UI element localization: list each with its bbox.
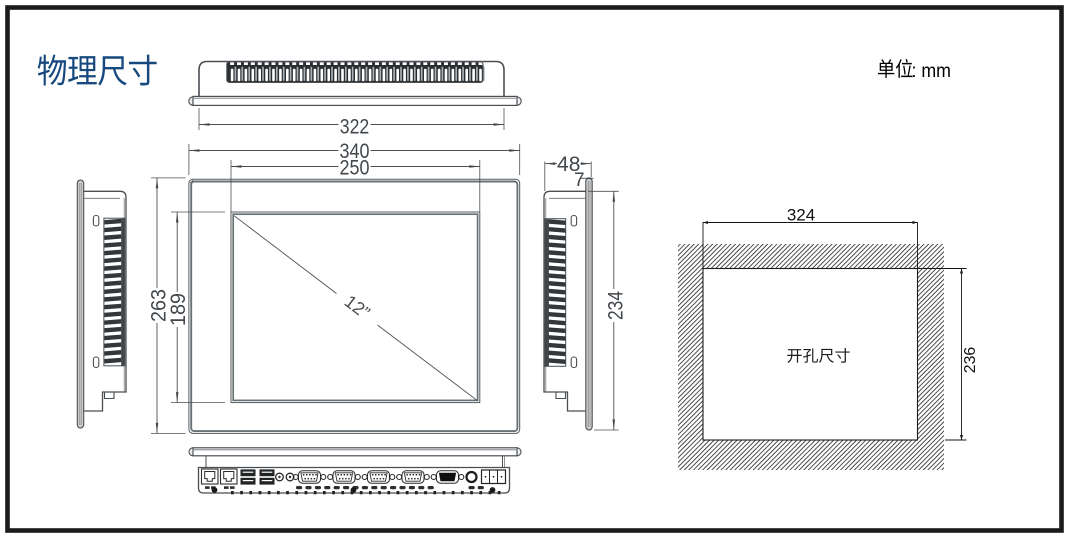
svg-text:234: 234: [605, 291, 628, 320]
svg-text:236: 236: [962, 347, 979, 374]
svg-text:: mm: : mm: [912, 61, 952, 82]
svg-text:340: 340: [340, 140, 370, 163]
svg-text:189: 189: [167, 293, 190, 326]
svg-text:263: 263: [148, 289, 171, 322]
svg-text:250: 250: [340, 156, 370, 179]
svg-text:7: 7: [574, 170, 585, 191]
svg-text:322: 322: [340, 116, 370, 139]
svg-text:324: 324: [787, 205, 815, 224]
svg-text:48: 48: [557, 153, 580, 176]
